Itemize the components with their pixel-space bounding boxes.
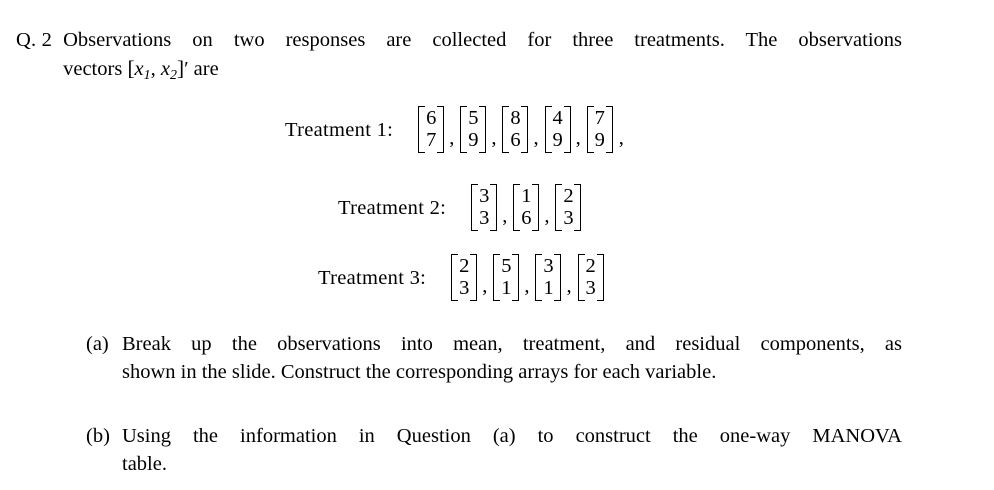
vector-component-x2: 7	[426, 128, 437, 151]
vector-component-x1: 2	[585, 255, 596, 277]
stem-variable-x2-subscript: 2	[169, 67, 177, 83]
vector-separator: ,	[482, 275, 488, 297]
stem-variable-x1: x	[134, 58, 144, 80]
observation-vector: 2 3	[451, 254, 478, 301]
subquestion-a: (a) Break up the observations into mean,…	[86, 330, 902, 386]
stem-bracket-open: [	[127, 56, 135, 80]
treatment-label: Treatment 1:	[285, 118, 394, 141]
vector-component-x1: 7	[594, 107, 605, 129]
vector-group: 1 6 ,	[512, 184, 554, 231]
vector-component-x1: 5	[468, 107, 479, 129]
vector-component-x1: 6	[426, 107, 437, 129]
vector-component-x1: 3	[543, 255, 554, 277]
subquestion-b-line-1: Using the information in Question (a) to…	[122, 425, 902, 447]
question-stem-line-1: Observations on two responses are collec…	[63, 29, 902, 51]
vector-separator: ,	[502, 205, 508, 227]
vector-component-x2: 9	[594, 128, 605, 151]
vector-component-x1: 5	[501, 255, 512, 277]
vector-component-x1: 2	[459, 255, 470, 277]
vector-group: 6 7 ,	[417, 106, 459, 153]
observation-vector: 1 6	[513, 184, 540, 231]
vector-separator: ,	[544, 205, 550, 227]
treatment-row: Treatment 3: 2 3 , 5 1 ,	[318, 254, 605, 301]
vector-group: 4 9 ,	[544, 106, 586, 153]
subquestion-b-line-2: table.	[122, 453, 167, 475]
subquestion-a-line-1: Break up the observations into mean, tre…	[122, 333, 902, 355]
observation-vector: 5 9	[460, 106, 487, 153]
question-stem-line-2: vectors [x1, x2]′ are	[63, 54, 902, 90]
vector-separator: ,	[491, 127, 497, 149]
treatment-vectors: 2 3 , 5 1 , 3 1 ,	[450, 254, 604, 301]
stem-prime-symbol: ′	[184, 58, 189, 80]
treatment-trailing-comma: ,	[618, 127, 624, 149]
vector-component-x2: 3	[563, 206, 574, 229]
observation-vector: 7 9	[586, 106, 613, 153]
observation-vector: 2 3	[577, 254, 604, 301]
observation-vector: 8 6	[502, 106, 529, 153]
vector-group: 3 1 ,	[534, 254, 576, 301]
vector-component-x2: 3	[459, 276, 470, 299]
vector-component-x1: 3	[479, 185, 490, 207]
vector-group: 5 9 ,	[459, 106, 501, 153]
vector-component-x2: 9	[552, 128, 563, 151]
treatment-vectors: 3 3 , 1 6 , 2 3	[470, 184, 582, 231]
vector-component-x1: 8	[510, 107, 521, 129]
vector-component-x2: 9	[468, 128, 479, 151]
vector-group: 8 6 ,	[501, 106, 543, 153]
vector-group: 2 3	[554, 184, 582, 231]
stem-bracket-close: ]	[176, 56, 185, 80]
vector-separator: ,	[566, 275, 572, 297]
vector-separator: ,	[533, 127, 539, 149]
observation-vector: 4 9	[544, 106, 571, 153]
vector-component-x1: 2	[563, 185, 574, 207]
stem-prefix: vectors	[63, 58, 128, 80]
question-stem-row: Q. 2 Observations on two responses are c…	[16, 26, 902, 90]
subquestion-b: (b) Using the information in Question (a…	[86, 422, 902, 478]
vector-group: 2 3	[577, 254, 605, 301]
vector-component-x2: 6	[510, 128, 521, 151]
vector-component-x1: 1	[521, 185, 532, 207]
question-stem-text: Observations on two responses are collec…	[63, 26, 902, 90]
treatment-row: Treatment 2: 3 3 , 1 6 ,	[338, 184, 582, 231]
question-stem: Q. 2 Observations on two responses are c…	[16, 26, 902, 90]
treatment-row: Treatment 1: 6 7 , 5 9 ,	[285, 106, 624, 153]
vector-group: 5 1 ,	[492, 254, 534, 301]
treatment-label: Treatment 3:	[318, 266, 427, 289]
vector-group: 7 9 ,	[586, 106, 624, 153]
vector-component-x2: 6	[521, 206, 532, 229]
vector-group: 3 3 ,	[470, 184, 512, 231]
subquestion-a-line-2: shown in the slide. Construct the corres…	[122, 361, 717, 383]
stem-suffix: are	[188, 58, 219, 80]
observation-vector: 2 3	[555, 184, 582, 231]
observation-vector: 5 1	[493, 254, 520, 301]
subquestion-a-marker: (a)	[86, 333, 109, 355]
vector-component-x2: 3	[585, 276, 596, 299]
observation-vector: 3 3	[471, 184, 498, 231]
vector-group: 2 3 ,	[450, 254, 492, 301]
vector-separator: ,	[575, 127, 581, 149]
stem-variable-x1-subscript: 1	[143, 67, 151, 83]
treatment-vectors: 6 7 , 5 9 , 8 6 ,	[417, 106, 624, 153]
treatment-label: Treatment 2:	[338, 196, 447, 219]
vector-component-x2: 1	[501, 276, 512, 299]
vector-component-x1: 4	[552, 107, 563, 129]
observation-vector: 6 7	[418, 106, 445, 153]
vector-component-x2: 3	[479, 206, 490, 229]
stem-variable-x2: x	[160, 58, 170, 80]
observation-vector: 3 1	[535, 254, 562, 301]
question-number: Q. 2	[16, 29, 53, 51]
subquestion-b-text: Using the information in Question (a) to…	[122, 422, 902, 478]
subquestion-b-marker: (b)	[86, 425, 110, 447]
vector-separator: ,	[524, 275, 530, 297]
vector-component-x2: 1	[543, 276, 554, 299]
subquestion-a-text: Break up the observations into mean, tre…	[122, 330, 902, 386]
vector-separator: ,	[449, 127, 455, 149]
stem-variable-comma: ,	[150, 58, 161, 80]
